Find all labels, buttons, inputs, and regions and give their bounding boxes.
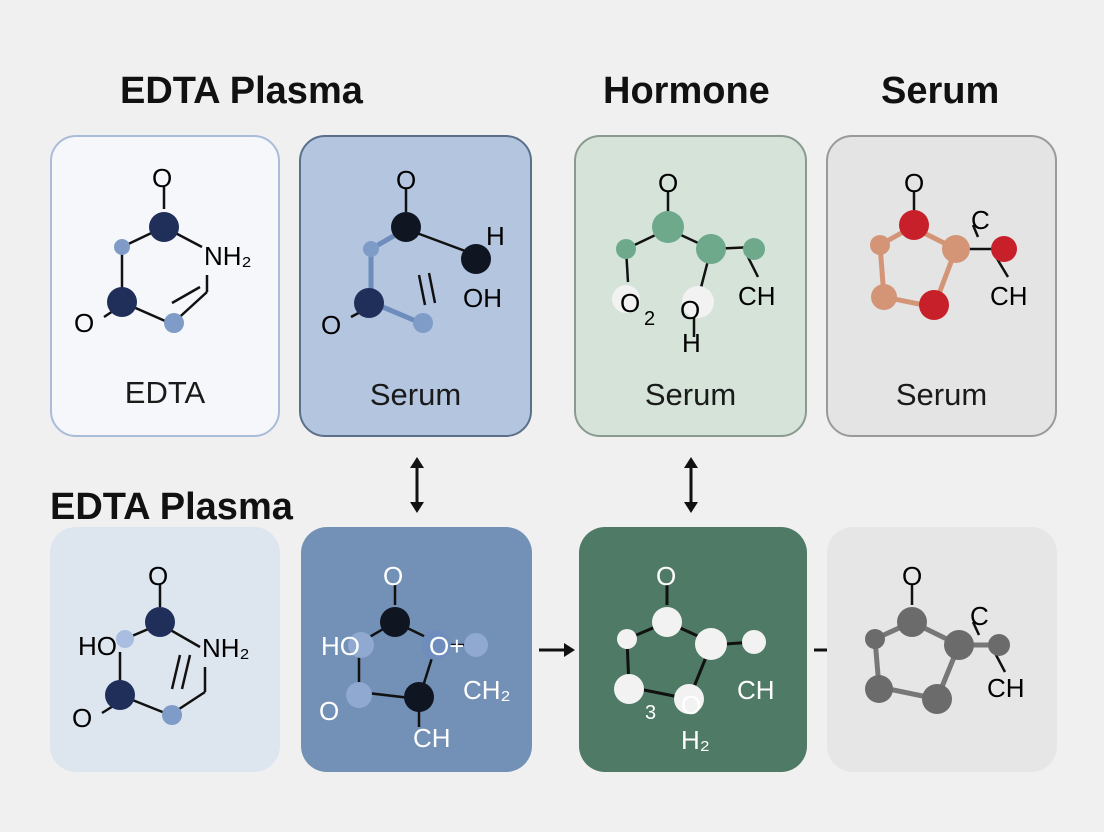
atom-o: O (902, 561, 922, 591)
card-serum-blue: O H OH O Serum (299, 135, 532, 437)
atom-ho: HO (78, 631, 117, 661)
atom-oh: OH (463, 283, 502, 313)
card-edta: O NH₂ O EDTA (50, 135, 280, 437)
atom-ch2: CH₂ (463, 675, 511, 705)
molecule-serum-blue: O H OH O (321, 165, 505, 340)
atom-o: O (321, 310, 341, 340)
atom-o-plus: O+ (429, 631, 464, 661)
card-serum-blue-molecule: O HO O+ CH₂ O CH (301, 527, 532, 772)
atom-o: O (319, 696, 339, 726)
card-edta-plasma-molecule: O HO NH₂ O (50, 527, 280, 772)
card-label-serum: Serum (644, 377, 737, 412)
atom-o: O (681, 690, 701, 720)
right-arrow-icon (539, 643, 575, 657)
atom-o: O (656, 561, 676, 591)
atom-c: C (970, 601, 989, 631)
atom-nh2: NH₂ (202, 633, 250, 663)
heading-serum: Serum (881, 70, 1000, 112)
double-arrow-icon (410, 457, 424, 513)
molecule-serum-gray-dark: O C CH (865, 561, 1025, 714)
atom-ch: CH (413, 723, 451, 753)
card-serum-gray-molecule: O C CH (827, 527, 1057, 772)
atom-h2: H₂ (681, 725, 710, 755)
card-label-edta: EDTA (124, 375, 206, 410)
atom-o: O (152, 163, 172, 193)
atom-nh2: NH₂ (204, 241, 252, 271)
atom-subscript: 2 (644, 308, 655, 330)
atom-o: O (680, 295, 700, 325)
atom-o: O (383, 561, 403, 591)
atom-h: H (682, 328, 701, 358)
card-label-serum: Serum (369, 377, 462, 412)
atom-ch: CH (737, 675, 775, 705)
card-serum-gray: O C CH Serum (826, 135, 1057, 437)
heading-edta-plasma-bottom: EDTA Plasma (50, 486, 293, 528)
card-label-serum: Serum (895, 377, 988, 412)
atom-o: O (904, 168, 924, 198)
card-serum-green: O O 2 O H CH Serum (574, 135, 807, 437)
atom-o: O (396, 165, 416, 195)
molecule-serum-blue-dark: O HO O+ CH₂ O CH (319, 561, 511, 753)
molecule-hormone: O CH 3 O H₂ (614, 561, 775, 755)
atom-ch: CH (738, 281, 776, 311)
atom-ch: CH (987, 673, 1025, 703)
atom-o: O (72, 703, 92, 733)
atom-ho: HO (321, 631, 360, 661)
molecule-serum-green: O O 2 O H CH (612, 168, 776, 358)
atom-o: O (74, 308, 94, 338)
atom-ch: CH (990, 281, 1028, 311)
atom-o: O (658, 168, 678, 198)
molecule-edta: O NH₂ O (74, 163, 252, 338)
atom-o: O (620, 288, 640, 318)
atom-c: C (971, 205, 990, 235)
double-arrow-icon (684, 457, 698, 513)
atom-o: O (148, 561, 168, 591)
atom-h: H (486, 221, 505, 251)
molecule-serum-gray: O C CH (870, 168, 1028, 320)
heading-edta-plasma-top: EDTA Plasma (120, 70, 363, 112)
card-hormone-molecule: O CH 3 O H₂ (579, 527, 807, 772)
molecule-edta-plasma: O HO NH₂ O (72, 561, 250, 733)
atom-subscript: 3 (645, 702, 656, 724)
heading-hormone: Hormone (603, 70, 770, 112)
